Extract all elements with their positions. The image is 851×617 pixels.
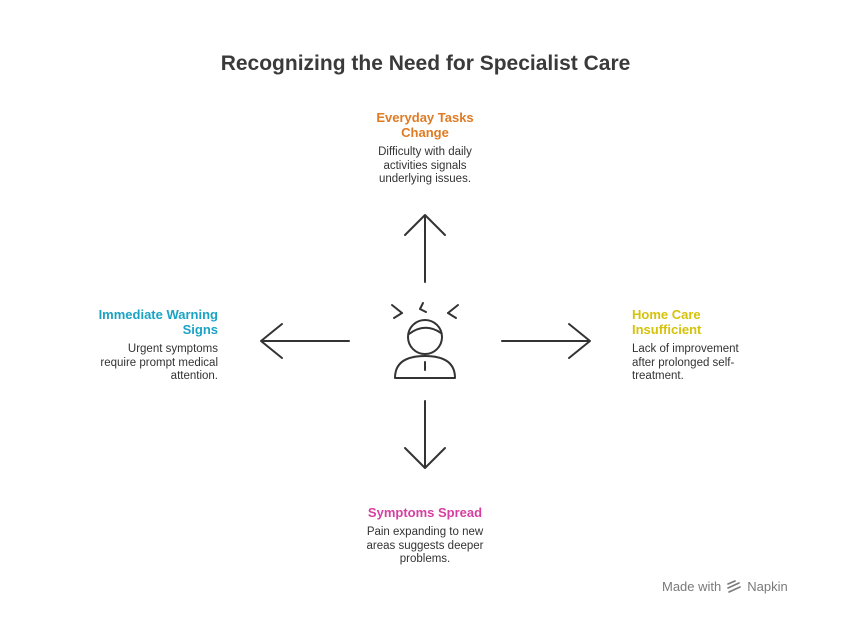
heading-line: Insufficient — [632, 322, 702, 337]
description-line: underlying issues. — [378, 173, 472, 185]
heading-line: Signs — [182, 322, 218, 337]
made-with-napkin[interactable]: Made with Napkin — [662, 579, 788, 594]
description-line: Lack of improvement — [632, 343, 739, 355]
napkin-brand: Napkin — [747, 579, 788, 594]
arrow-left — [260, 323, 350, 359]
stressed-person-icon — [391, 302, 459, 379]
made-with-label: Made with — [662, 579, 722, 594]
home-care-description: Lack of improvement after prolonged self… — [632, 343, 782, 384]
heading-line: Home Care — [632, 307, 701, 322]
heading-line: Symptoms Spread — [367, 505, 483, 520]
symptoms-spread-heading: Symptoms Spread — [340, 505, 510, 520]
home-care-heading: Home Care Insufficient — [632, 307, 782, 337]
description-line: activities signals — [383, 159, 467, 172]
diagram-title: Recognizing the Need for Specialist Care — [220, 52, 631, 75]
arrow-down — [404, 400, 446, 469]
description-line: treatment. — [632, 370, 684, 382]
warning-signs-block: Immediate Warning Signs Urgent symptoms … — [40, 307, 218, 384]
everyday-tasks-description: Difficulty with daily activities signals… — [355, 146, 495, 187]
description-line: after prolonged self- — [632, 356, 735, 369]
warning-signs-description: Urgent symptoms require prompt medical a… — [40, 343, 218, 384]
description-line: require prompt medical — [100, 356, 218, 369]
napkin-logo-icon — [726, 579, 742, 594]
symptoms-spread-block: Symptoms Spread Pain expanding to new ar… — [340, 505, 510, 567]
everyday-tasks-block: Everyday Tasks Change Difficulty with da… — [355, 110, 495, 187]
arrow-up — [404, 214, 446, 283]
warning-signs-heading: Immediate Warning Signs — [40, 307, 218, 337]
everyday-tasks-heading: Everyday Tasks Change — [355, 110, 495, 140]
arrow-right — [501, 323, 591, 359]
symptoms-spread-description: Pain expanding to new areas suggests dee… — [340, 526, 510, 567]
description-line: attention. — [170, 370, 218, 382]
description-line: problems. — [399, 553, 451, 565]
description-line: Urgent symptoms — [127, 343, 218, 355]
description-line: Difficulty with daily — [378, 146, 472, 158]
heading-line: Everyday Tasks — [376, 110, 474, 125]
description-line: areas suggests deeper — [366, 539, 484, 552]
description-line: Pain expanding to new — [366, 526, 484, 538]
heading-line: Change — [401, 125, 449, 140]
heading-line: Immediate Warning — [98, 307, 218, 322]
home-care-block: Home Care Insufficient Lack of improveme… — [632, 307, 782, 384]
